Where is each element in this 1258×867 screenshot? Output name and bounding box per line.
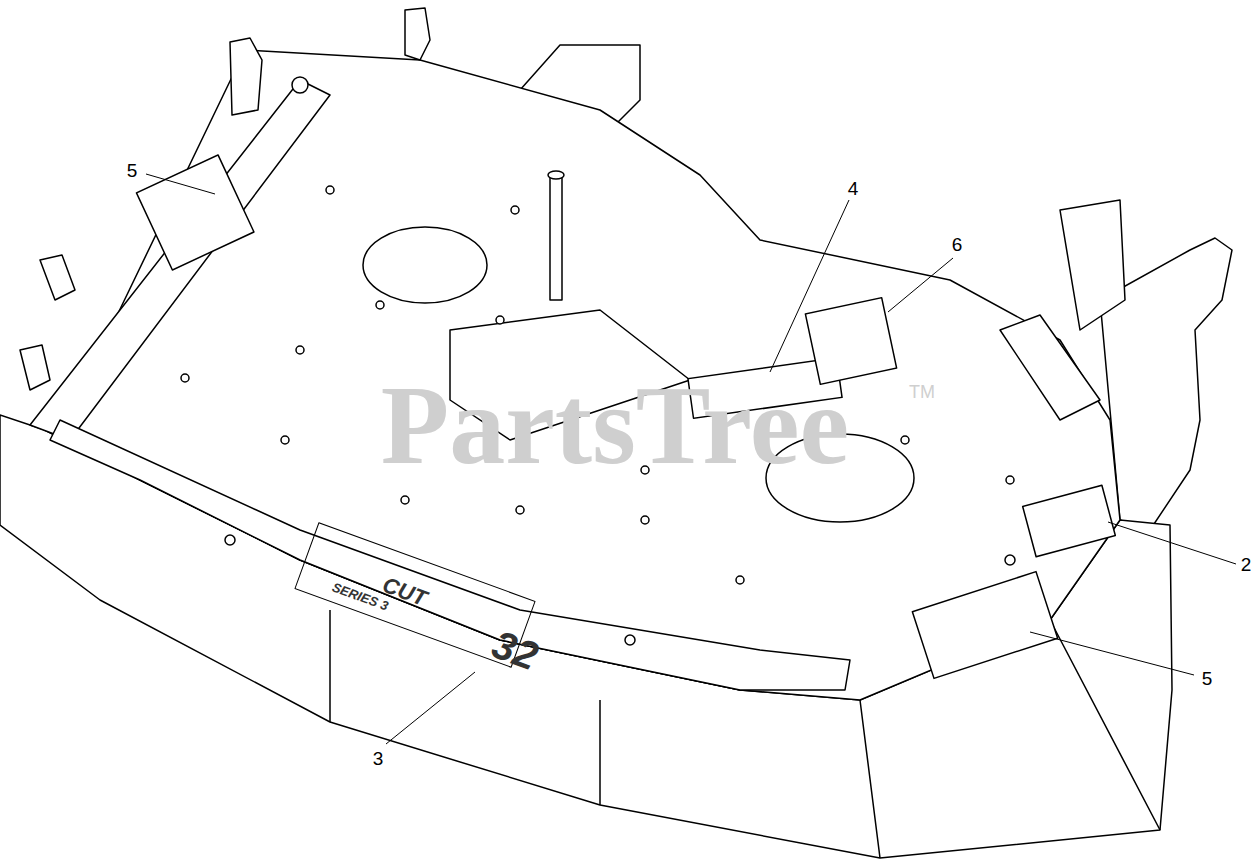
bracket (20, 345, 50, 390)
pin (550, 175, 562, 300)
hole (292, 77, 308, 93)
callout-number: 5 (127, 161, 138, 180)
hole (641, 516, 649, 524)
decal (1023, 485, 1116, 556)
hole (496, 316, 504, 324)
hole (516, 506, 524, 514)
spindle-hole (363, 227, 487, 303)
hole (281, 436, 289, 444)
bracket (405, 8, 430, 60)
leader-line (888, 258, 953, 312)
pin-top (548, 171, 564, 179)
hole (1005, 555, 1015, 565)
callout-number: 6 (952, 235, 963, 254)
deck-top-plate (45, 50, 1120, 700)
hole (296, 346, 304, 354)
callout-number: 2 (1241, 555, 1252, 574)
watermark-mark: TM (909, 383, 935, 401)
callout-number: 5 (1202, 669, 1213, 688)
watermark: PartsTree (381, 369, 850, 481)
decal (912, 572, 1057, 679)
hole (326, 186, 334, 194)
callout-number: 3 (373, 749, 384, 768)
hole (225, 535, 235, 545)
bracket (40, 255, 75, 300)
hole (625, 635, 635, 645)
leader-line (1108, 522, 1236, 564)
hole (901, 436, 909, 444)
side-rail (30, 80, 330, 440)
leader-line (146, 174, 215, 194)
fin (1060, 200, 1125, 330)
bracket (230, 38, 262, 115)
leader-line (770, 200, 849, 372)
leader-line (386, 672, 475, 744)
hole (511, 206, 519, 214)
seam (330, 610, 1160, 858)
decal (136, 155, 253, 270)
callout-number: 4 (848, 179, 859, 198)
leader-line (1030, 632, 1194, 675)
hole (181, 374, 189, 382)
hole (401, 496, 409, 504)
hole (736, 576, 744, 584)
hole (376, 301, 384, 309)
hole (1006, 476, 1014, 484)
fin (1000, 315, 1100, 420)
